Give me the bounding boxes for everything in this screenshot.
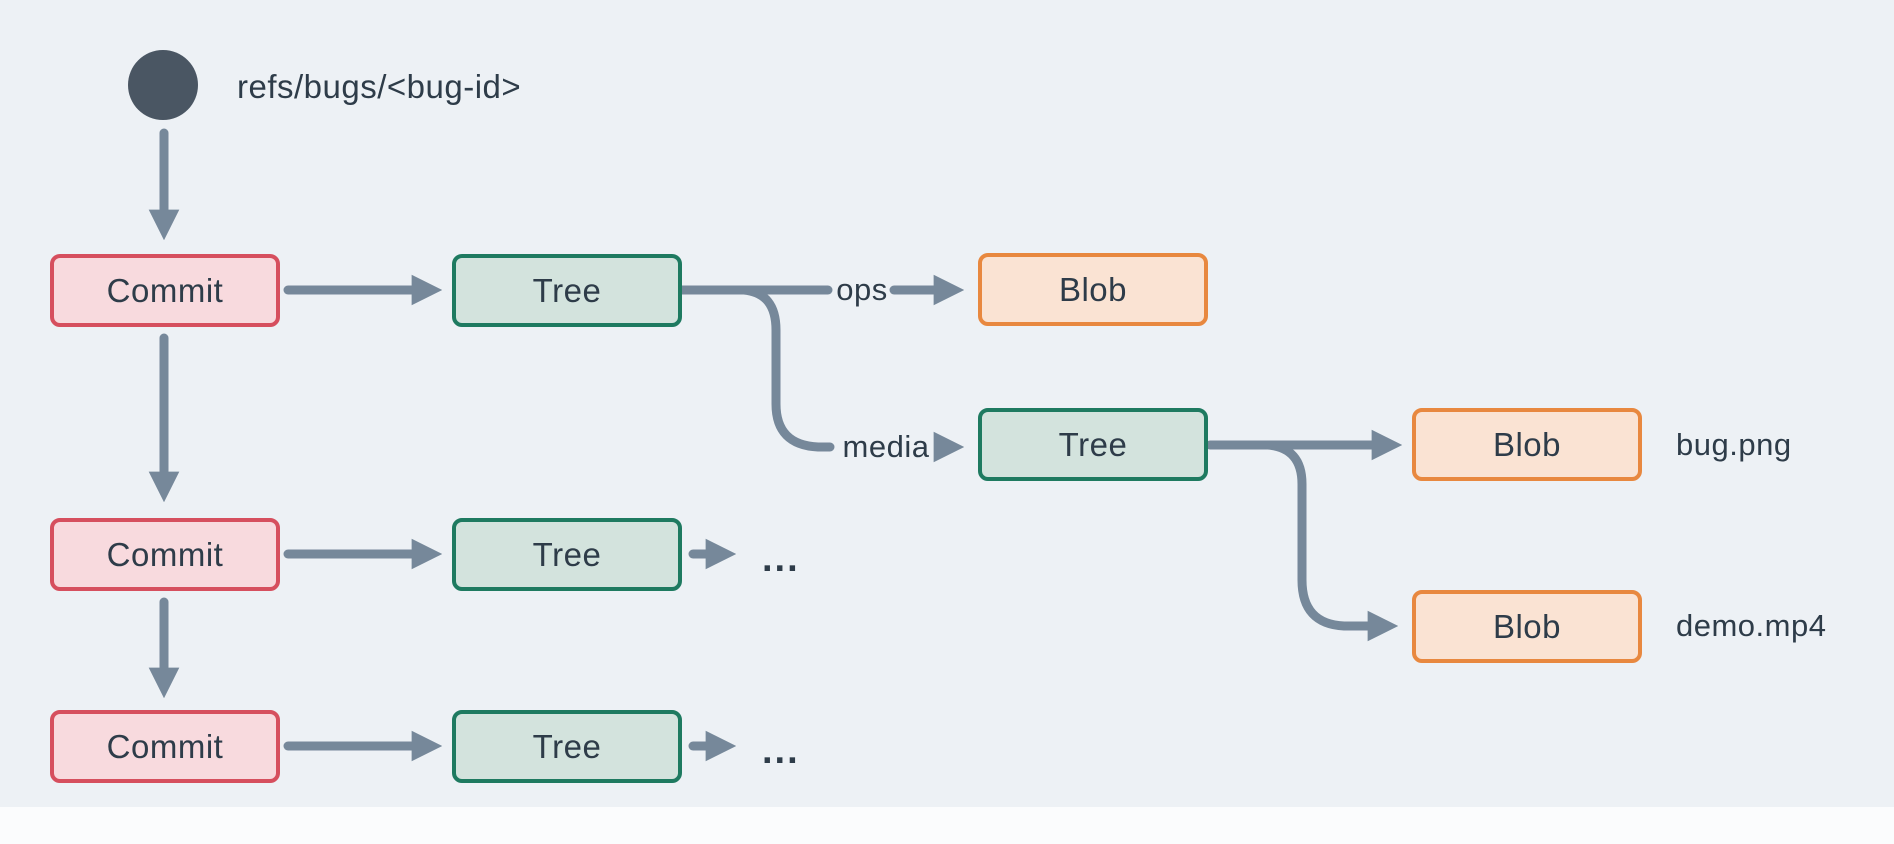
- tree-node-root-2: Tree: [452, 518, 682, 591]
- tree-node-media: Tree: [978, 408, 1208, 481]
- bottom-page-strip: [0, 807, 1894, 844]
- ref-label: refs/bugs/<bug-id>: [237, 68, 522, 105]
- tree-node-root-1: Tree: [452, 254, 682, 327]
- truncation-ellipsis-1: ...: [762, 538, 800, 580]
- truncation-ellipsis-2: ...: [762, 730, 800, 772]
- commit-node-1: Commit: [50, 254, 280, 327]
- commit-node-3: Commit: [50, 710, 280, 783]
- edge-label-media: media: [842, 429, 930, 464]
- blob-node-ops: Blob: [978, 253, 1208, 326]
- ref-circle: [128, 50, 198, 120]
- edge-label-ops: ops: [836, 272, 888, 307]
- edge-tree1-branch-to-media-label: [739, 285, 835, 452]
- commit-node-2: Commit: [50, 518, 280, 591]
- blob-node-bug-png: Blob: [1412, 408, 1642, 481]
- file-label-demo-mp4: demo.mp4: [1676, 608, 1827, 643]
- blob-node-demo-mp4: Blob: [1412, 590, 1642, 663]
- edge-tree2-branch-to-blob-demo: [1263, 440, 1399, 642]
- file-label-bug-png: bug.png: [1676, 427, 1792, 462]
- tree-node-root-3: Tree: [452, 710, 682, 783]
